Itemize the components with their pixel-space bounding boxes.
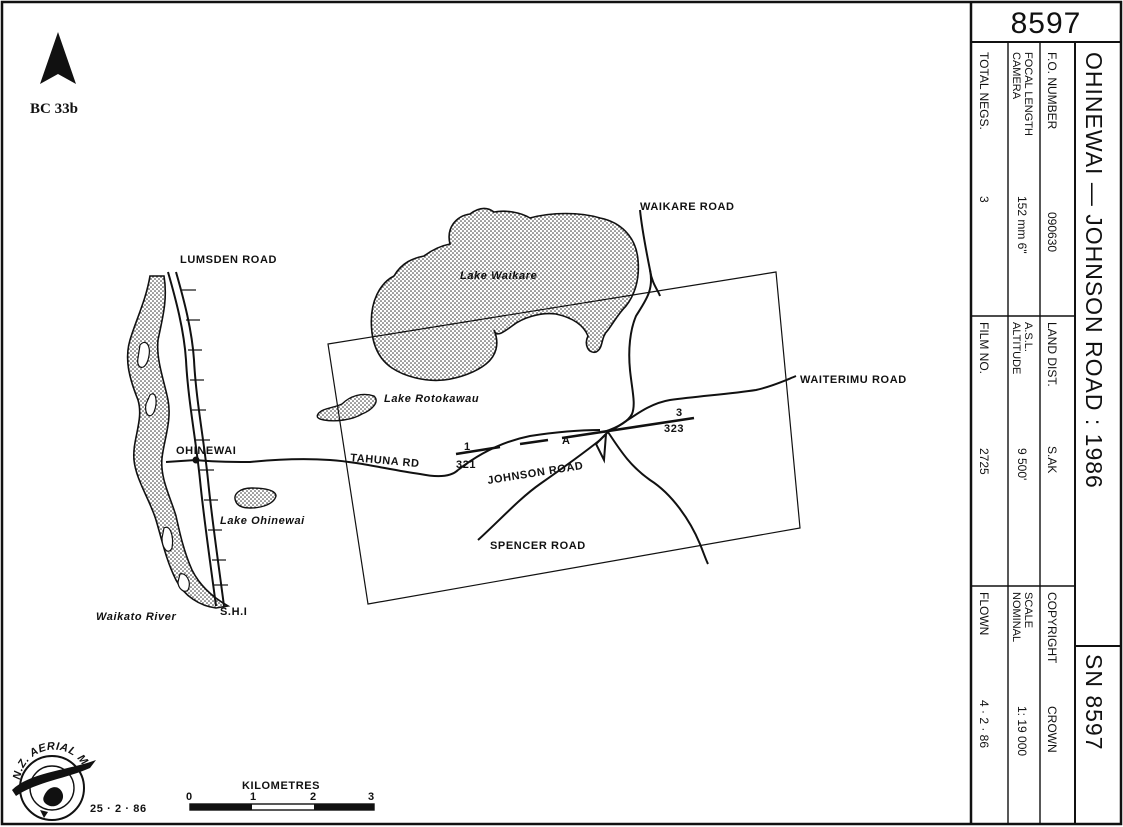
- flight-run-line: [455, 416, 695, 456]
- flown-label: FLOWN: [977, 592, 991, 635]
- scale-bar: KILOMETRES 0 1 2 3: [186, 780, 375, 811]
- altitude-label: ALTITUDE: [1010, 322, 1022, 374]
- info-panel: 8597 OHINEWAI — JOHNSON ROAD : 1986 SN 8…: [969, 2, 1121, 824]
- camera-label: CAMERA: [1010, 52, 1022, 100]
- scale-tick-3: 3: [368, 791, 375, 803]
- total-negs-label: TOTAL NEGS.: [977, 52, 991, 130]
- lake-rotokawau-shape: [316, 393, 377, 422]
- scale-tick-1: 1: [250, 791, 257, 803]
- scale-label: SCALE: [1022, 592, 1034, 628]
- copyright-label: COPYRIGHT: [1045, 592, 1059, 664]
- nominal-scale-value: 1: 19 000: [1015, 706, 1029, 756]
- svg-text:N.Z. AERIAL MAPPING LTD.: N.Z. AERIAL MAPPING LTD.: [0, 0, 90, 781]
- run-end-frame: 323: [664, 423, 684, 435]
- nz-aerial-mapping-logo-icon: N.Z. AERIAL MAPPING LTD.: [0, 0, 96, 821]
- lake-waikare-shape: [370, 207, 640, 382]
- waiterimu-road: [611, 375, 797, 431]
- lake-ohinewai-shape: [234, 487, 277, 509]
- camera-value: 152 mm 6": [1015, 196, 1029, 254]
- scale-tick-0: 0: [186, 791, 193, 803]
- lumsden-road-label: LUMSDEN ROAD: [180, 254, 277, 266]
- waikato-river-label: Waikato River: [96, 611, 176, 623]
- run-label: A: [562, 435, 571, 447]
- tahuna-road: [165, 458, 459, 478]
- waikato-river-shape: [126, 275, 231, 609]
- lake-rotokawau-label: Lake Rotokawau: [384, 393, 479, 405]
- fo-number-label: F.O. NUMBER: [1045, 52, 1059, 130]
- copyright-value: CROWN: [1045, 706, 1059, 753]
- run-start-number: 1: [464, 441, 471, 453]
- altitude-value: 9 500': [1015, 448, 1029, 480]
- total-negs-value: 3: [977, 196, 991, 203]
- nominal-label: NOMINAL: [1010, 592, 1022, 642]
- waikare-road: [603, 209, 652, 433]
- land-dist-label: LAND DIST.: [1045, 322, 1059, 387]
- sheet-number: 8597: [1011, 7, 1082, 40]
- lake-ohinewai-label: Lake Ohinewai: [220, 515, 305, 527]
- asl-label: A.S.L.: [1022, 322, 1034, 352]
- state-highway-1: [167, 271, 225, 607]
- sh1-label: S.H.I: [220, 606, 247, 618]
- fo-number-value: 090630: [1045, 212, 1059, 252]
- ohinewai-label: OHINEWAI: [176, 445, 236, 457]
- railway-line: [182, 289, 228, 586]
- johnson-road: [457, 429, 601, 471]
- scale-tick-2: 2: [310, 791, 317, 803]
- spencer-road-label: SPENCER ROAD: [490, 540, 586, 552]
- focal-length-label: FOCAL LENGTH: [1022, 52, 1034, 136]
- flown-value: 4 · 2 · 86: [977, 700, 991, 748]
- photo-coverage-frame: [327, 271, 801, 605]
- film-no-value: 2725: [977, 448, 991, 475]
- waikare-road-label: WAIKARE ROAD: [640, 201, 735, 213]
- land-dist-value: S.AK: [1045, 446, 1059, 473]
- north-arrow-icon: N: [40, 32, 76, 89]
- waiterimu-road-label: WAITERIMU ROAD: [800, 374, 907, 386]
- run-end-number: 3: [676, 407, 683, 419]
- southeast-road: [607, 431, 709, 565]
- sn-number: SN 8597: [1081, 654, 1107, 751]
- north-letter: N: [53, 77, 62, 89]
- diagram-title: OHINEWAI — JOHNSON ROAD : 1986: [1081, 52, 1107, 489]
- lake-waikare-label: Lake Waikare: [460, 270, 537, 282]
- sheet-code: BC 33b: [30, 101, 78, 117]
- run-start-frame: 321: [456, 459, 476, 471]
- date-printed: 25 · 2 · 86: [90, 803, 147, 815]
- scale-bar-title: KILOMETRES: [242, 780, 320, 792]
- film-no-label: FILM NO.: [977, 322, 991, 374]
